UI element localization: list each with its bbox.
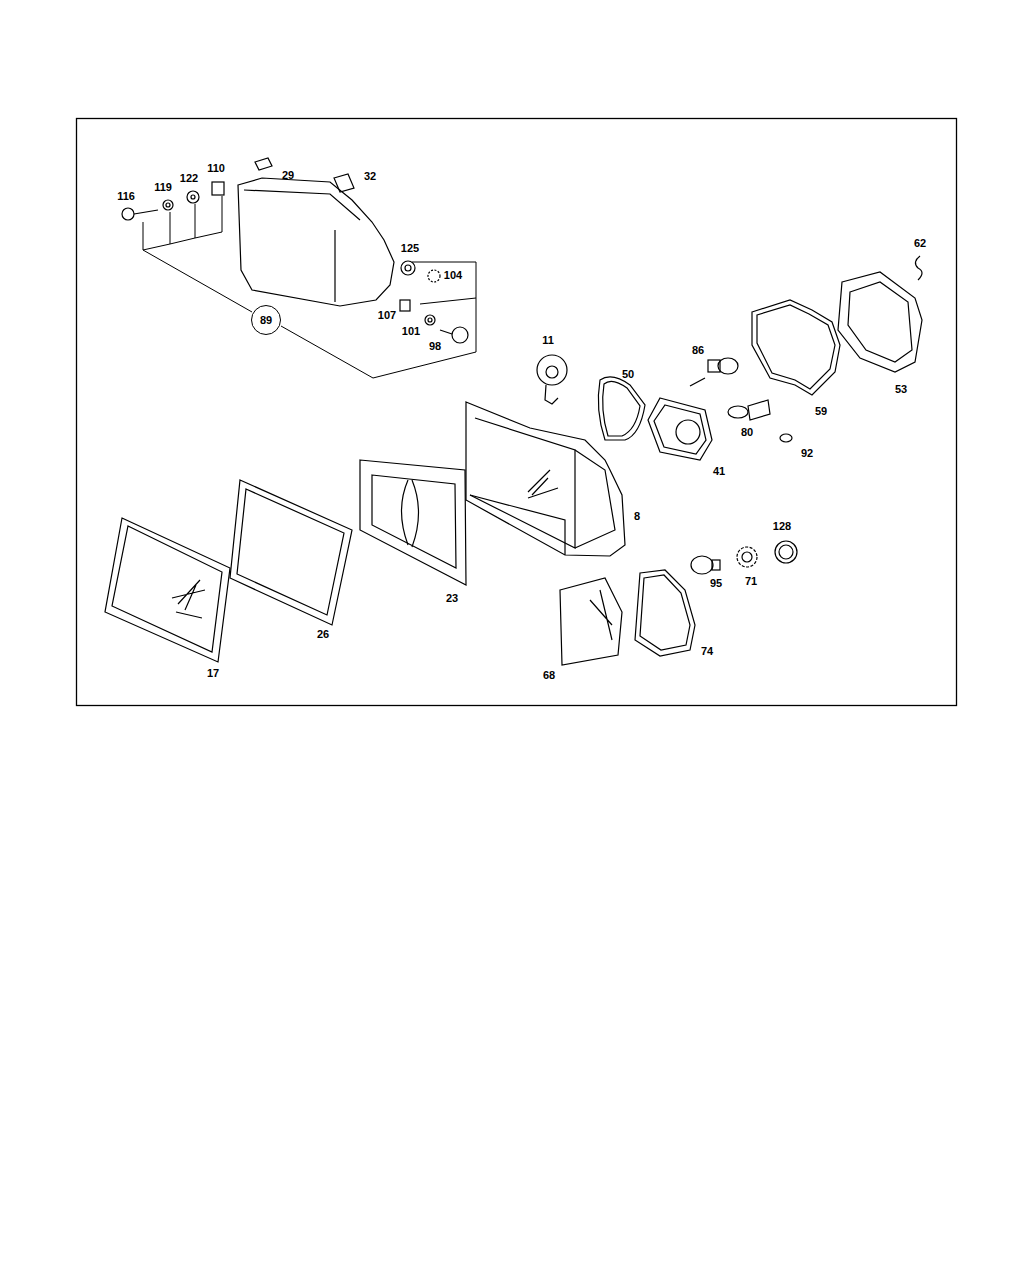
callout-number: 59 [815,406,827,417]
callout-number: 80 [741,427,753,438]
hardware [122,158,468,343]
callout-number: 107 [378,310,396,321]
lens-68-lines [590,590,612,640]
callout-number: 92 [801,448,813,459]
lens-17 [105,518,230,662]
callout-number: 110 [207,163,225,174]
gasket-50 [598,377,645,440]
callout-number: 62 [914,238,926,249]
callout-number: 119 [154,182,172,193]
callout-number: 8 [634,511,640,522]
socket-11 [537,355,567,404]
callout-number: 128 [773,521,791,532]
callout-number: 17 [207,668,219,679]
callout-number: 23 [446,593,458,604]
cover-53 [838,272,922,372]
callout-number: 41 [713,466,725,477]
housing-89 [238,178,394,306]
callout-number: 89 [260,315,272,326]
reflector-41-hole [676,420,700,444]
headlamp-8 [466,402,625,556]
bulb-80 [728,400,770,420]
frame [77,119,957,706]
callout-number: 53 [895,384,907,395]
gasket-26 [230,480,352,625]
bulb-86 [690,358,738,386]
gasket-59-inner [757,305,835,389]
reflector-41 [648,398,712,460]
callout-number: 125 [401,243,419,254]
clip-62 [915,256,922,280]
gasket-74 [635,570,695,656]
callout-number: 32 [364,171,376,182]
bracket-lines [143,196,476,378]
callout-number: 95 [710,578,722,589]
reflector-41-inner [654,405,706,454]
callout-number: 104 [444,270,462,281]
gasket-50-inner [603,381,640,436]
callout-circle: 89 [251,305,281,335]
callout-number: 29 [282,170,294,181]
gasket-74-inner [640,575,690,650]
bulb-92 [780,434,792,442]
callout-number: 122 [180,173,198,184]
socket-group [691,541,797,574]
lens-68 [560,578,622,665]
callout-number: 116 [117,191,135,202]
callout-number: 50 [622,369,634,380]
callout-number: 11 [542,335,554,346]
callout-number: 74 [701,646,713,657]
callout-number: 71 [745,576,757,587]
callout-number: 86 [692,345,704,356]
frame-23 [360,460,466,585]
callout-number: 101 [402,326,420,337]
callout-number: 98 [429,341,441,352]
callout-number: 68 [543,670,555,681]
gasket-59 [752,300,840,395]
gasket-26-inner [237,489,344,615]
callout-number: 26 [317,629,329,640]
cover-53-inner [848,282,912,362]
